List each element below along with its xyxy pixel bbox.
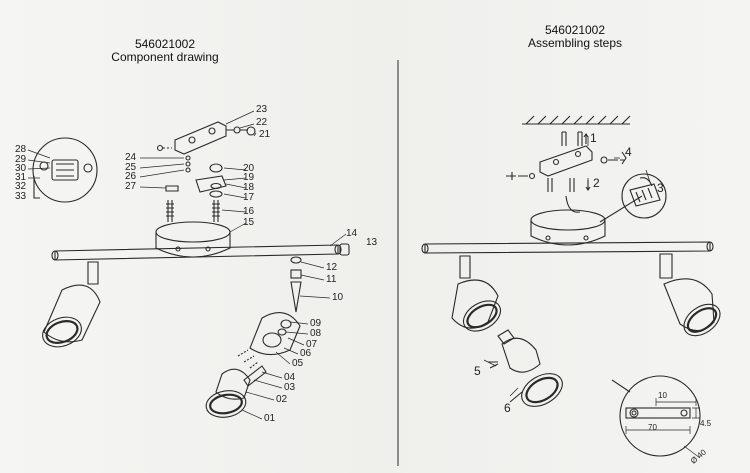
right-assembly-drawing <box>421 115 721 459</box>
step-label-3: 3 <box>657 181 664 195</box>
dimension-70: 70 <box>648 423 657 432</box>
part-label-30: 30 <box>15 163 27 174</box>
ceiling-canopy <box>155 221 231 258</box>
assembly-bar <box>421 241 714 254</box>
left-spot-head <box>42 261 101 348</box>
part-label-29: 29 <box>15 154 27 165</box>
part-label-23: 23 <box>256 104 268 115</box>
assembly-canopy <box>530 209 606 246</box>
part-label-01: 01 <box>264 413 276 424</box>
bulb <box>488 329 541 373</box>
small-parts <box>165 155 191 192</box>
terminal-detail <box>32 137 98 203</box>
part-label-20: 20 <box>243 163 255 174</box>
part-label-24: 24 <box>125 152 137 163</box>
assembly-left-spot <box>451 255 502 332</box>
leader-lines <box>27 110 347 420</box>
part-label-06: 06 <box>300 348 312 359</box>
exploded-spot <box>205 256 302 418</box>
front-glass <box>509 373 563 407</box>
right-heading: Assembling steps <box>527 36 623 50</box>
part-label-09: 09 <box>310 318 322 329</box>
ceiling-hatch <box>522 115 631 125</box>
part-label-08: 08 <box>310 328 322 339</box>
part-label-02: 02 <box>276 394 288 405</box>
part-label-27: 27 <box>125 181 137 192</box>
nuts-and-terminal <box>195 163 227 198</box>
part-label-25: 25 <box>125 162 137 173</box>
part-label-13: 13 <box>366 237 378 248</box>
part-label-16: 16 <box>243 206 255 217</box>
part-label-33: 33 <box>15 191 27 202</box>
spot-bar <box>51 243 350 261</box>
part-label-22: 22 <box>256 117 268 128</box>
terminal-block-detail <box>621 173 667 219</box>
assembly-right-spot <box>659 253 721 337</box>
anchors <box>547 131 591 192</box>
step-label-4: 4 <box>625 145 632 159</box>
mounting-bracket <box>156 121 256 155</box>
dimension-10: 10 <box>658 391 667 400</box>
part-label-05: 05 <box>292 358 304 369</box>
step-label-5: 5 <box>474 364 481 378</box>
part-label-12: 12 <box>326 262 338 273</box>
part-label-03: 03 <box>284 382 296 393</box>
part-label-26: 26 <box>125 171 137 182</box>
dimension-4-5: 4.5 <box>700 419 712 428</box>
wire <box>565 195 581 213</box>
assembly-bracket <box>506 145 627 180</box>
part-label-21: 21 <box>259 129 271 140</box>
part-label-28: 28 <box>15 144 27 155</box>
step-label-6: 6 <box>504 401 511 415</box>
part-label-07: 07 <box>306 339 318 350</box>
part-label-14: 14 <box>346 228 358 239</box>
step-label-2: 2 <box>593 176 600 190</box>
left-exploded-drawing <box>27 110 350 420</box>
dimension-detail <box>611 375 701 459</box>
part-label-17: 17 <box>243 192 255 203</box>
step-arrows <box>483 136 651 397</box>
part-label-32: 32 <box>15 181 27 192</box>
part-label-31: 31 <box>15 172 27 183</box>
part-label-11: 11 <box>326 274 337 285</box>
threaded-rods <box>166 200 220 222</box>
left-model-number: 546021002 <box>134 37 196 51</box>
step-label-1: 1 <box>590 131 597 145</box>
part-label-04: 04 <box>284 372 296 383</box>
part-label-15: 15 <box>243 217 255 228</box>
part-label-18: 18 <box>243 182 255 193</box>
part-label-19: 19 <box>243 172 255 183</box>
left-heading: Component drawing <box>111 50 219 64</box>
part-label-10: 10 <box>332 292 344 303</box>
right-model-number: 546021002 <box>544 23 606 37</box>
